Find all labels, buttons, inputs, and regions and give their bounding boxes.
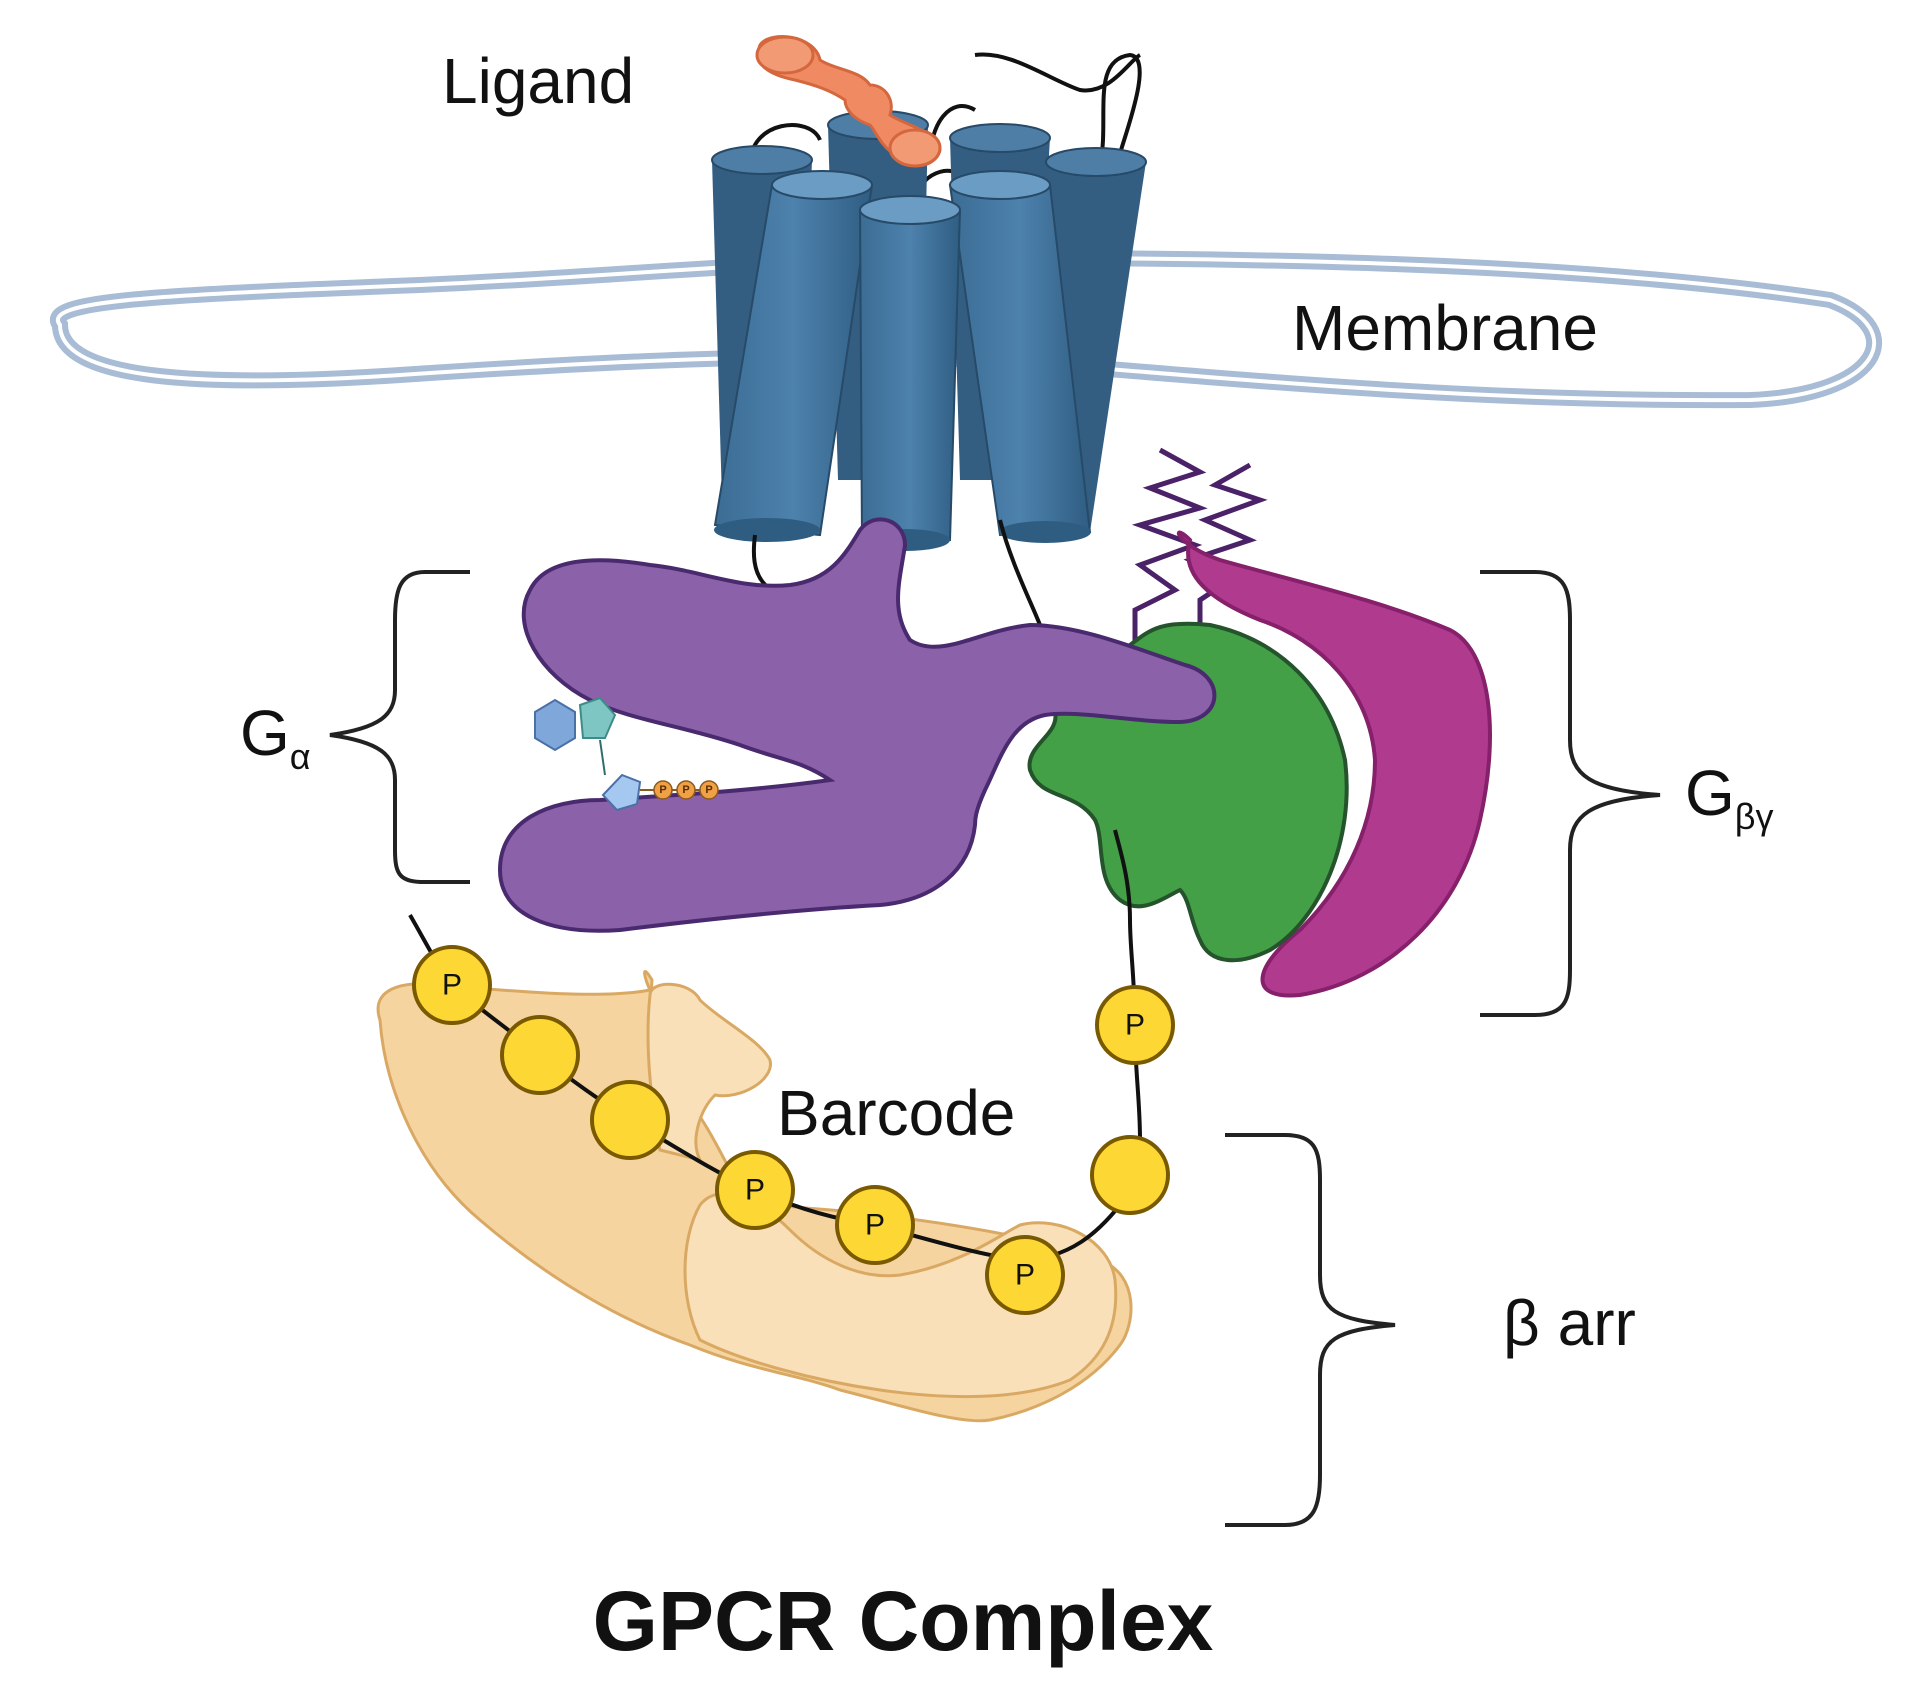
g-betagamma-brace xyxy=(1480,570,1661,1017)
g-alpha-sub: α xyxy=(290,736,311,777)
g-alpha-label: Gα xyxy=(240,697,311,777)
phosphate-label: P xyxy=(1125,1009,1145,1042)
helix-7 xyxy=(858,195,962,551)
figure-title: GPCR Complex xyxy=(593,1574,1214,1668)
g-alpha-main: G xyxy=(240,697,290,769)
nucleotide-icon: P P P xyxy=(534,696,719,812)
phospho-barcode-chain: P P P P P xyxy=(408,829,1175,1315)
g-betagamma-label: Gβγ xyxy=(1685,757,1774,837)
ligand-molecule xyxy=(755,35,942,168)
barcode-label: Barcode xyxy=(777,1077,1015,1149)
phosphate-site xyxy=(590,1080,670,1160)
nucleotide-phosphate-label: P xyxy=(682,784,689,796)
ligand-label: Ligand xyxy=(442,45,634,117)
g-alpha-subunit xyxy=(497,517,1217,933)
phosphate-label: P xyxy=(442,969,462,1002)
phosphate-label: P xyxy=(865,1209,885,1242)
helix-5 xyxy=(713,170,874,542)
gpcr-receptor xyxy=(711,110,1147,551)
phosphate-site: P xyxy=(715,1150,795,1230)
phosphate-site: P xyxy=(835,1185,915,1265)
phosphate-site: P xyxy=(1095,985,1175,1065)
phosphate-site xyxy=(500,1015,580,1095)
phosphate-site xyxy=(1090,1135,1170,1215)
beta-arr-label: β arr xyxy=(1503,1287,1636,1359)
phosphate-site: P xyxy=(985,1235,1065,1315)
g-gamma-subunit xyxy=(1176,530,1492,998)
membrane-ring xyxy=(50,249,1883,409)
nucleotide-phosphate-label: P xyxy=(659,784,666,796)
g-betagamma-main: G xyxy=(1685,757,1735,829)
phosphate-site: P xyxy=(412,945,492,1025)
beta-arr-brace xyxy=(1225,1133,1396,1527)
braces xyxy=(329,570,1661,1527)
helix-6 xyxy=(948,170,1092,543)
phosphate-label: P xyxy=(745,1174,765,1207)
membrane-label: Membrane xyxy=(1292,292,1598,364)
nucleotide-phosphate-label: P xyxy=(705,784,712,796)
phosphate-label: P xyxy=(1015,1259,1035,1292)
g-betagamma-sub: βγ xyxy=(1735,796,1774,837)
g-alpha-brace xyxy=(329,570,470,884)
